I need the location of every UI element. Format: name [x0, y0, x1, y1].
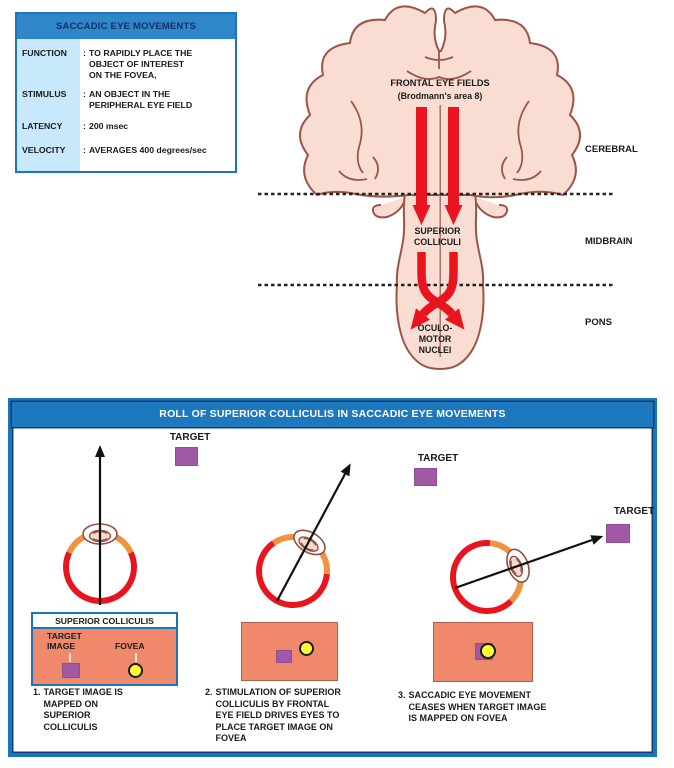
fovea-label: FOVEA: [115, 641, 145, 651]
caption-number: 1.: [33, 687, 41, 697]
row-label: STIMULUS: [22, 89, 67, 99]
superior-colliculis-role-panel: ROLL OF SUPERIOR COLLICULIS IN SACCADIC …: [8, 398, 657, 757]
brodmann-area-label: (Brodmann's area 8): [397, 91, 483, 101]
row-value: AN OBJECT IN THE PERIPHERAL EYE FIELD: [89, 89, 193, 110]
info-box-title: SACCADIC EYE MOVEMENTS: [17, 14, 235, 39]
caption-panel3: 3. SACCADIC EYE MOVEMENT CEASES WHEN TAR…: [398, 690, 603, 725]
info-box: SACCADIC EYE MOVEMENTS FUNCTION : TO RAP…: [15, 12, 237, 173]
bottom-panel-title: ROLL OF SUPERIOR COLLICULIS IN SACCADIC …: [12, 402, 653, 427]
fovea-dot-panel1: [128, 663, 143, 678]
fovea-pointer-line: [135, 653, 137, 662]
midbrain-label: MIDBRAIN: [585, 236, 633, 247]
target-label-panel1: TARGET: [169, 432, 211, 443]
superior-colliculi-label: SUPERIOR COLLICULI: [414, 226, 461, 247]
info-box-body: FUNCTION : TO RAPIDLY PLACE THE OBJECT O…: [17, 39, 235, 171]
caption-text: STIMULATION OF SUPERIOR COLLICULIS BY FR…: [215, 687, 341, 743]
info-row-stimulus: STIMULUS : AN OBJECT IN THE PERIPHERAL E…: [17, 89, 235, 111]
frontal-eye-fields-label: FRONTAL EYE FIELDS: [390, 78, 490, 88]
row-colon: :: [83, 89, 86, 99]
superior-colliculis-map: TARGET IMAGE FOVEA: [31, 629, 178, 686]
target-square-panel3: [606, 524, 630, 543]
cerebral-label: CEREBRAL: [585, 144, 638, 155]
gaze-arrow-panel3: [454, 535, 604, 590]
fovea-dot-panel2: [299, 641, 314, 656]
right-peduncle-hook: [473, 196, 509, 219]
oculomotor-nuclei-label: OCULO- MOTOR NUCLEI: [417, 323, 453, 355]
cerebrum-outline: [299, 5, 581, 199]
caption-number: 3.: [398, 690, 406, 700]
target-image-square-panel2: [276, 650, 292, 663]
row-value: 200 msec: [89, 121, 129, 131]
right-crossing-arrow: [410, 252, 458, 330]
info-row-latency: LATENCY : 200 msec: [17, 121, 235, 132]
row-colon: :: [83, 48, 86, 58]
pons-label: PONS: [585, 317, 612, 328]
superior-colliculis-map-panel3: [433, 622, 533, 682]
row-colon: :: [83, 121, 86, 131]
target-image-pointer-line: [69, 653, 71, 662]
gaze-arrow-panel2: [276, 463, 351, 602]
label-column-strip: [17, 39, 80, 171]
left-peduncle-hook: [371, 196, 407, 219]
target-image-label: TARGET IMAGE: [47, 631, 82, 651]
row-value: AVERAGES 400 degrees/sec: [89, 145, 207, 155]
target-label-panel3: TARGET: [613, 506, 655, 517]
target-square-panel1: [175, 447, 198, 466]
fovea-dot-panel3: [480, 643, 496, 659]
brain-sulci-lines: [338, 51, 542, 181]
row-colon: :: [83, 145, 86, 155]
superior-colliculis-box-title: SUPERIOR COLLICULIS: [31, 612, 178, 629]
caption-text: TARGET IMAGE IS MAPPED ON SUPERIOR COLLI…: [43, 687, 123, 732]
target-label-panel2: TARGET: [417, 453, 459, 464]
row-label: LATENCY: [22, 121, 63, 131]
descending-pathway-arrows: [410, 107, 465, 330]
eye-movement-graphics: [12, 445, 604, 753]
caption-panel2: 2. STIMULATION OF SUPERIOR COLLICULIS BY…: [205, 687, 405, 745]
target-square-panel2: [414, 468, 437, 486]
info-row-velocity: VELOCITY : AVERAGES 400 degrees/sec: [17, 145, 235, 156]
row-label: VELOCITY: [22, 145, 66, 155]
caption-panel1: 1. TARGET IMAGE IS MAPPED ON SUPERIOR CO…: [33, 687, 183, 733]
caption-text: SACCADIC EYE MOVEMENT CEASES WHEN TARGET…: [408, 690, 547, 723]
info-row-function: FUNCTION : TO RAPIDLY PLACE THE OBJECT O…: [17, 48, 235, 81]
superior-colliculis-box-panel1: SUPERIOR COLLICULIS TARGET IMAGE FOVEA: [31, 612, 178, 686]
brain-coronal-section-diagram: [258, 5, 613, 371]
target-image-square-panel1: [62, 663, 80, 678]
row-value: TO RAPIDLY PLACE THE OBJECT OF INTEREST …: [89, 48, 193, 80]
caption-number: 2.: [205, 687, 213, 697]
superior-colliculis-map-panel2: [241, 622, 338, 681]
row-label: FUNCTION: [22, 48, 67, 58]
